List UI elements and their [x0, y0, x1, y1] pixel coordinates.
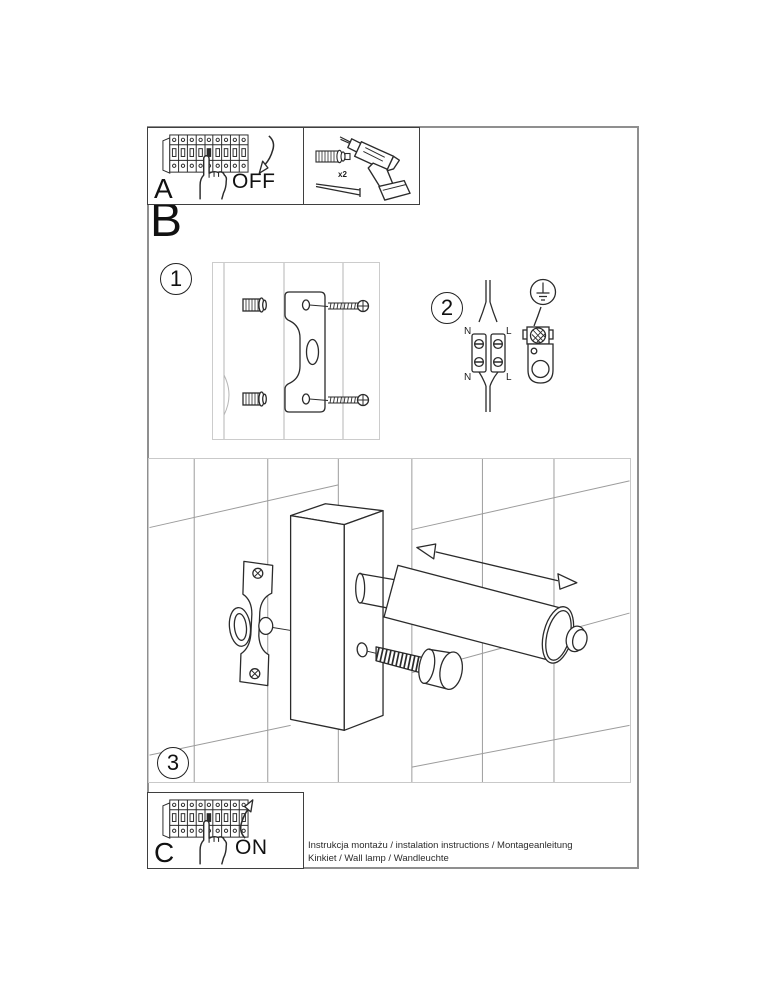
- lamp-assembly-diagram: [149, 459, 630, 782]
- wall-plug-icon: [242, 391, 267, 407]
- quantity-label: x2: [338, 170, 347, 179]
- lamp-tube: [355, 564, 588, 664]
- drill-icon: [339, 136, 411, 201]
- step-3-number: 3: [166, 750, 180, 775]
- footer-line-1: Instrukcja montażu / instalation instruc…: [308, 840, 573, 851]
- label-n-top: N: [464, 326, 471, 337]
- ground-wire: [533, 306, 542, 327]
- ground-clamp-icon: [522, 326, 554, 345]
- step-2-illustration: N L N L: [455, 276, 570, 416]
- panel-a: OFF A: [147, 127, 304, 205]
- step-2-number: 2: [440, 295, 454, 320]
- step-3-illustration: [148, 458, 631, 783]
- panel-c-label: C: [154, 837, 175, 868]
- footer: Instrukcja montażu / instalation instruc…: [308, 839, 628, 865]
- screw-hole: [356, 642, 368, 658]
- knurled-screw: [375, 646, 464, 691]
- lamp-base-icon: [527, 343, 554, 384]
- label-n-bottom: N: [464, 372, 471, 383]
- bracket-mounting-diagram: [223, 263, 370, 439]
- tools-panel: x2: [303, 127, 420, 205]
- terminal-block-icon: [471, 333, 506, 373]
- label-l-bottom: L: [506, 372, 512, 383]
- mounting-bracket: [284, 291, 326, 413]
- off-label: OFF: [232, 170, 276, 193]
- step-2-badge: 2: [431, 292, 463, 324]
- panel-c: ON C: [147, 792, 304, 869]
- panel-a-label: A: [154, 173, 173, 204]
- step-1-number: 1: [169, 266, 183, 291]
- screw-icon: [315, 183, 361, 197]
- wall-plug-icon: [315, 149, 351, 164]
- earth-symbol-icon: [529, 278, 557, 306]
- step-1-badge: 1: [160, 263, 192, 295]
- wall-lines: [223, 263, 344, 439]
- step-3-badge: 3: [157, 747, 189, 779]
- mounting-bracket: [228, 560, 291, 687]
- direction-arrow: [416, 543, 578, 590]
- footer-line-2: Kinkiet / Wall lamp / Wandleuchte: [308, 853, 449, 864]
- curved-arrow-down-icon: [258, 135, 275, 174]
- lamp-body: [289, 503, 384, 731]
- label-l-top: L: [506, 326, 512, 337]
- screw-icon: [328, 299, 370, 313]
- curved-arrow-up-icon: [239, 799, 254, 839]
- on-label: ON: [235, 836, 268, 859]
- pointing-hand-icon: [199, 820, 228, 865]
- wall-plug-icon: [242, 297, 267, 313]
- step-1-illustration: [212, 262, 380, 440]
- wall-plug-and-screw-icons: x2: [315, 149, 361, 197]
- supply-cable: [485, 280, 491, 302]
- wiring-diagram: N L N L: [464, 278, 557, 412]
- pointing-hand-icon: [199, 155, 228, 200]
- screw-icon: [328, 393, 370, 407]
